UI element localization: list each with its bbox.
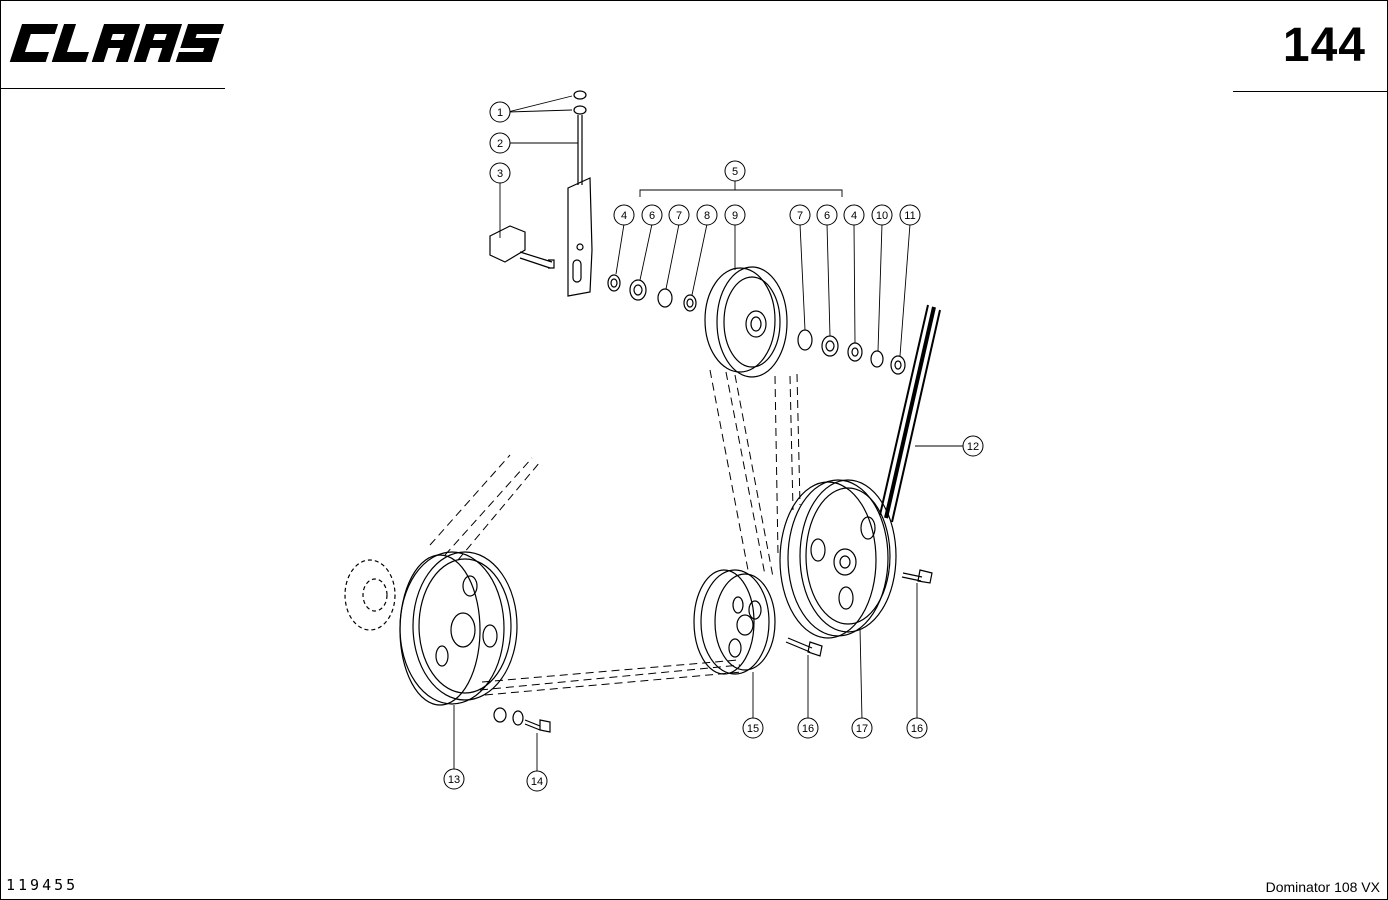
svg-text:10: 10 bbox=[876, 210, 888, 222]
part-bearing-4-right bbox=[847, 342, 863, 362]
svg-text:3: 3 bbox=[497, 168, 503, 180]
callout-3: 3 bbox=[489, 162, 511, 184]
callout-10: 10 bbox=[871, 204, 893, 226]
svg-text:5: 5 bbox=[732, 166, 738, 178]
part-bearing-6-left bbox=[629, 279, 647, 301]
part-tension-rod bbox=[567, 115, 593, 297]
callout-2: 2 bbox=[489, 132, 511, 154]
callout-4-right: 4 bbox=[843, 204, 865, 226]
callout-11: 11 bbox=[899, 204, 921, 226]
part-washer-10 bbox=[870, 350, 884, 368]
part-t-bolt bbox=[489, 225, 555, 269]
callout-6-left: 6 bbox=[641, 204, 663, 226]
svg-text:6: 6 bbox=[649, 210, 655, 222]
svg-text:11: 11 bbox=[904, 210, 915, 222]
header-rule-right bbox=[1233, 91, 1388, 92]
callout-4-left: 4 bbox=[613, 204, 635, 226]
svg-text:14: 14 bbox=[531, 776, 543, 788]
part-idler-pulley-9 bbox=[704, 266, 788, 378]
svg-text:2: 2 bbox=[497, 138, 503, 150]
page-number: 144 bbox=[1282, 19, 1366, 72]
callout-14: 14 bbox=[526, 770, 548, 792]
callout-8: 8 bbox=[696, 204, 718, 226]
part-bolt-16-right bbox=[901, 569, 933, 584]
part-sprocket-hidden bbox=[344, 559, 396, 631]
svg-text:1: 1 bbox=[497, 107, 503, 119]
part-v-belt-12 bbox=[879, 304, 941, 523]
belt-path-dashed bbox=[429, 369, 801, 696]
svg-text:4: 4 bbox=[621, 210, 627, 222]
svg-text:12: 12 bbox=[967, 441, 979, 453]
svg-text:9: 9 bbox=[732, 210, 738, 222]
part-bearing-4-left bbox=[607, 274, 621, 292]
callout-15: 15 bbox=[742, 717, 764, 739]
leader-lines bbox=[453, 95, 963, 771]
svg-text:15: 15 bbox=[747, 723, 759, 735]
part-bolt-16-left bbox=[785, 637, 823, 657]
callout-1: 1 bbox=[489, 101, 511, 123]
part-circlip-7-left bbox=[657, 288, 673, 308]
part-nut-1 bbox=[573, 90, 587, 115]
callout-12: 12 bbox=[962, 435, 984, 457]
svg-text:7: 7 bbox=[676, 210, 682, 222]
svg-text:6: 6 bbox=[824, 210, 830, 222]
svg-text:16: 16 bbox=[911, 723, 923, 735]
callout-17: 17 bbox=[851, 717, 873, 739]
callout-16-right: 16 bbox=[906, 717, 928, 739]
part-nut-11 bbox=[890, 355, 906, 375]
document-number: 119455 bbox=[6, 876, 79, 894]
part-spacer-8 bbox=[683, 294, 697, 312]
svg-text:4: 4 bbox=[851, 210, 857, 222]
part-main-pulley-17 bbox=[779, 479, 897, 639]
callout-16-left: 16 bbox=[797, 717, 819, 739]
svg-text:17: 17 bbox=[856, 723, 868, 735]
callout-7-left: 7 bbox=[668, 204, 690, 226]
callout-7-right: 7 bbox=[789, 204, 811, 226]
part-circlip-7-right bbox=[797, 329, 813, 351]
callout-6-right: 6 bbox=[816, 204, 838, 226]
callout-5: 5 bbox=[724, 160, 746, 182]
callout-13: 13 bbox=[443, 768, 465, 790]
svg-text:16: 16 bbox=[802, 723, 814, 735]
part-pulley-15 bbox=[693, 569, 776, 675]
part-bearing-6-right bbox=[821, 335, 839, 357]
header-rule-left bbox=[0, 88, 225, 89]
claas-logo bbox=[9, 24, 225, 62]
svg-text:8: 8 bbox=[704, 210, 710, 222]
svg-text:13: 13 bbox=[448, 774, 460, 786]
svg-text:7: 7 bbox=[797, 210, 803, 222]
part-pulley-13 bbox=[399, 551, 518, 706]
callout-9: 9 bbox=[724, 204, 746, 226]
model-name: Dominator 108 VX bbox=[1265, 879, 1380, 895]
part-bolt-14 bbox=[493, 707, 551, 733]
